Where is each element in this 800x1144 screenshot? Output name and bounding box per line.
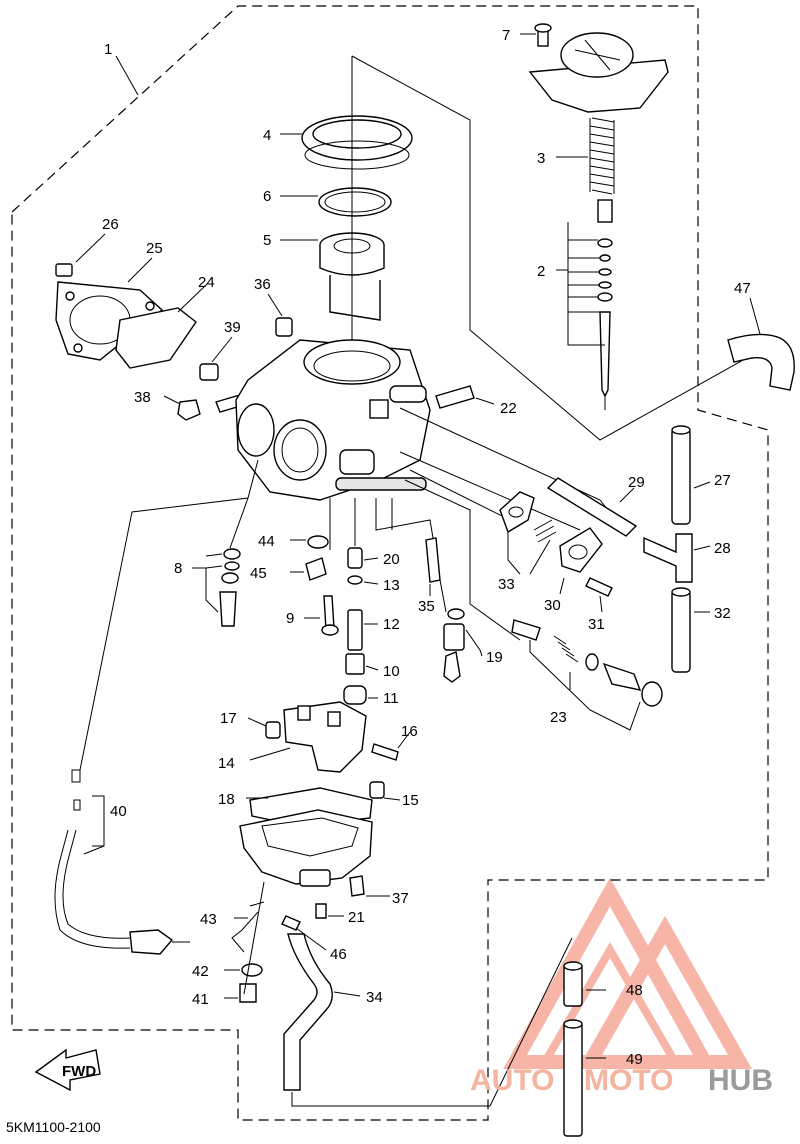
callout-16: 16 [401, 723, 418, 740]
callout-26: 26 [102, 216, 119, 233]
callout-18: 18 [218, 791, 235, 808]
callout-40: 40 [110, 803, 127, 820]
float-valve-19 [443, 608, 465, 683]
callout-30: 30 [544, 597, 561, 614]
callout-1: 1 [104, 41, 112, 58]
callout-8: 8 [174, 560, 182, 577]
jet-needle-set [597, 199, 613, 398]
o-ring [318, 187, 392, 217]
watermark-moto: MOTO [584, 1064, 673, 1097]
callout-14: 14 [218, 755, 235, 772]
cap-36 [275, 317, 293, 337]
callout-32: 32 [714, 605, 731, 622]
callout-38: 38 [134, 389, 151, 406]
carburetor-body [235, 339, 431, 501]
callout-10: 10 [383, 663, 400, 680]
top-cover [528, 23, 669, 113]
callout-7: 7 [502, 27, 510, 44]
hose-47 [727, 333, 795, 391]
callout-37: 37 [392, 890, 409, 907]
callout-44: 44 [258, 533, 275, 550]
screw-45 [305, 557, 327, 581]
float-bowl [239, 809, 373, 887]
callout-15: 15 [402, 792, 419, 809]
callout-41: 41 [192, 991, 209, 1008]
watermark-auto: AUTO [470, 1064, 554, 1097]
callout-5: 5 [263, 232, 271, 249]
fwd-arrow-icon [34, 1048, 101, 1092]
assembly-boundary [11, 5, 769, 1121]
callout-34: 34 [366, 989, 383, 1006]
callout-23: 23 [550, 709, 567, 726]
callout-20: 20 [383, 551, 400, 568]
vent-hoses [643, 425, 693, 673]
callout-22: 22 [500, 400, 517, 417]
washer-44 [307, 535, 329, 549]
callout-31: 31 [588, 616, 605, 633]
callout-25: 25 [146, 240, 163, 257]
callout-35: 35 [418, 598, 435, 615]
callout-29: 29 [628, 474, 645, 491]
callout-36: 36 [254, 276, 271, 293]
callout-24: 24 [198, 274, 215, 291]
screw-41 [239, 983, 257, 1003]
callout-3: 3 [537, 150, 545, 167]
clip-43 [231, 901, 265, 953]
callout-labels: 1 2 3 4 5 6 7 8 9 10 11 12 13 14 15 16 1… [102, 27, 751, 1068]
callout-47: 47 [734, 280, 751, 297]
callout-17: 17 [220, 710, 237, 727]
callout-46: 46 [330, 946, 347, 963]
callout-43: 43 [200, 911, 217, 928]
nut-38 [177, 399, 201, 421]
callout-4: 4 [263, 127, 271, 144]
callout-19: 19 [486, 649, 503, 666]
overflow-tubes [563, 961, 583, 1137]
callout-21: 21 [348, 909, 365, 926]
diaphragm [301, 115, 413, 170]
part-33 [499, 491, 557, 543]
float-assembly-14 [283, 701, 367, 773]
throttle-stop-8 [219, 548, 241, 627]
callout-12: 12 [383, 616, 400, 633]
callout-33: 33 [498, 576, 515, 593]
callout-2: 2 [537, 263, 545, 280]
callout-6: 6 [263, 188, 271, 205]
callout-28: 28 [714, 540, 731, 557]
callout-27: 27 [714, 472, 731, 489]
slide-spring [589, 117, 615, 195]
callout-13: 13 [383, 577, 400, 594]
callout-45: 45 [250, 565, 267, 582]
cover-plate-assembly [55, 263, 197, 369]
plug-39 [199, 363, 219, 381]
washer-42 [241, 963, 263, 977]
callout-39: 39 [224, 319, 241, 336]
callout-11: 11 [383, 690, 399, 707]
rod-29 [546, 477, 638, 537]
throttle-cable-40 [54, 769, 190, 955]
watermark-logo [503, 877, 753, 1069]
callout-9: 9 [286, 610, 294, 627]
fwd-label: FWD [62, 1063, 96, 1080]
callout-42: 42 [192, 963, 209, 980]
pilot-screw-23 [511, 619, 663, 707]
watermark-hub: HUB [708, 1064, 773, 1097]
cover-30 [559, 527, 603, 573]
pin-16 [371, 743, 399, 761]
diagram-code: 5KM1100-2100 [6, 1119, 101, 1135]
starter-plunger-35 [425, 537, 441, 583]
callout-49: 49 [626, 1051, 643, 1068]
callout-48: 48 [626, 982, 643, 999]
jet-stack [343, 547, 367, 705]
drain-hose-34 [283, 933, 333, 1091]
